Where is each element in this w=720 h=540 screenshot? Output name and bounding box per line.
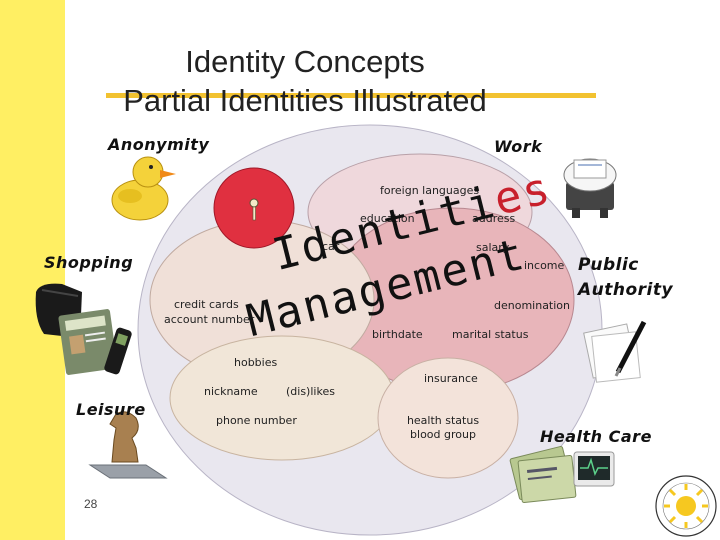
sun-logo: [656, 476, 716, 536]
page-number: 28: [84, 497, 97, 511]
attr-account-number: account number: [164, 313, 254, 326]
attr-insurance: insurance: [424, 372, 478, 385]
region-label-public-authority: Public Authority: [578, 253, 673, 303]
region-label-anonymity: Anonymity: [108, 135, 209, 154]
attr-nickname: nickname: [204, 385, 258, 398]
duck-icon: [112, 157, 176, 220]
attr-blood-group: blood group: [400, 428, 486, 442]
region-label-shopping: Shopping: [44, 253, 133, 272]
attr-hobbies: hobbies: [234, 356, 277, 369]
attr-marital-status: marital status: [452, 328, 528, 341]
region-label-work: Work: [494, 137, 542, 156]
attr-health-status-block: health status blood group: [400, 414, 486, 442]
attr-income: income: [524, 259, 564, 272]
attr-dislikes: (dis)likes: [286, 385, 335, 398]
health-monitor-icon: [574, 452, 614, 486]
attr-phone-number: phone number: [216, 414, 297, 427]
attr-denomination: denomination: [494, 299, 570, 312]
attr-credit-cards: credit cards: [174, 298, 239, 311]
region-label-leisure: Leisure: [76, 400, 146, 419]
leisure-circle: [170, 336, 394, 460]
documents-pen-icon: [584, 322, 644, 382]
chess-knight-icon: [90, 412, 166, 478]
region-label-health-care: Health Care: [540, 427, 652, 446]
attr-birthdate: birthdate: [372, 328, 423, 341]
rolodex-icon: [564, 159, 616, 218]
attr-health-status: health status: [400, 414, 486, 428]
